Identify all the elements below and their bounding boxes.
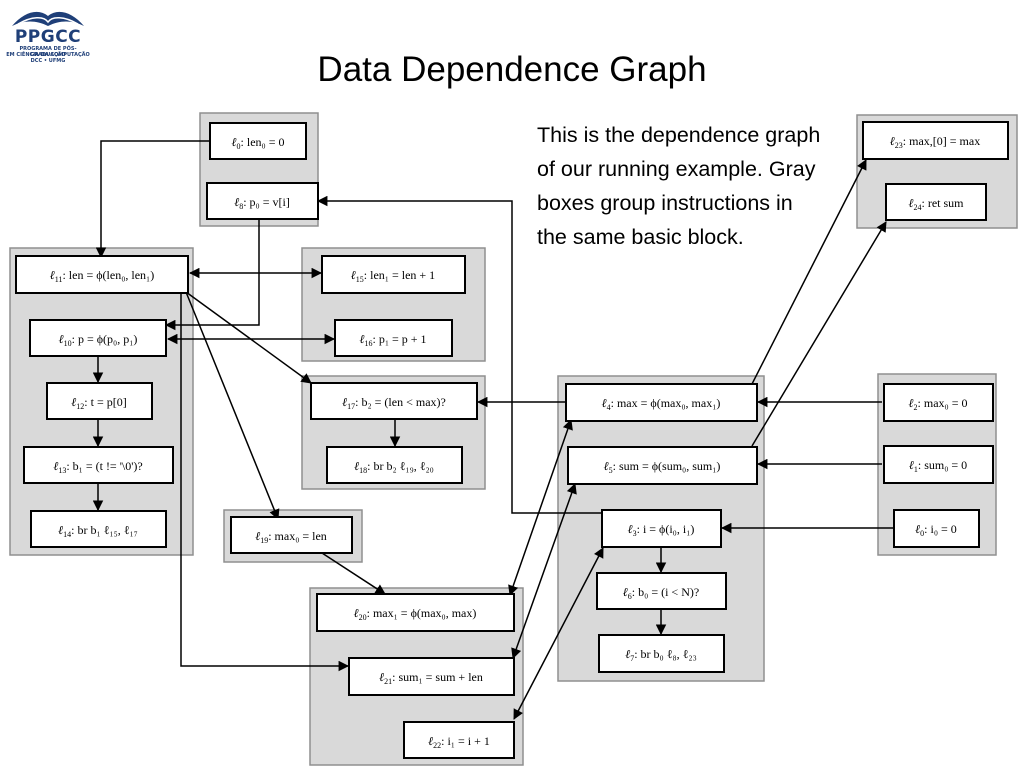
node-l5-label: ℓ5: sum = ϕ(sum₀, sum₁) (604, 459, 721, 475)
edge-l5-to-l24 (751, 221, 887, 447)
edge-l19-to-l20 (321, 552, 386, 595)
node-l6[interactable]: ℓ6: b₀ = (i < N)? (596, 572, 727, 610)
node-l2[interactable]: ℓ2: max₀ = 0 (883, 383, 994, 422)
node-l13[interactable]: ℓ13: b₁ = (t != '\0')? (23, 446, 174, 484)
node-l7-label: ℓ7: br b₀ ℓ₈, ℓ₂₃ (625, 647, 697, 663)
edge-l11-to-l19 (185, 291, 280, 520)
edge-l3-l22 (513, 547, 604, 720)
logo-wordmark: PPGCC (14, 27, 82, 47)
node-l15-label: ℓ15: len₁ = len + 1 (351, 268, 435, 284)
logo-swoosh-icon (17, 17, 79, 25)
logo-subtitle-line3: DCC • UFMG (30, 58, 66, 64)
node-l14-label: ℓ14: br b₁ ℓ₁₅, ℓ₁₇ (58, 523, 138, 539)
node-l24-label: ℓ24: ret sum (908, 196, 964, 212)
edges (92, 140, 893, 720)
node-l6-label: ℓ6: b₀ = (i < N)? (623, 585, 699, 601)
edge-l11-to-l17 (185, 291, 312, 384)
node-l19[interactable]: ℓ19: max₀ = len (230, 516, 353, 554)
node-l20-label: ℓ20: max₁ = ϕ(max₀, max) (354, 606, 477, 622)
node-l22[interactable]: ℓ22: i₁ = i + 1 (403, 721, 515, 759)
node-l16[interactable]: ℓ16: p₁ = p + 1 (334, 319, 453, 357)
edge-l4-to-l23 (751, 159, 867, 385)
node-l5[interactable]: ℓ5: sum = ϕ(sum₀, sum₁) (567, 446, 758, 485)
logo-subtitle-line1: PROGRAMA DE PÓS-GRADUAÇÃO (19, 46, 77, 58)
node-l0-label: ℓ0: len₀ = 0 (232, 135, 285, 151)
node-l22-label: ℓ22: i₁ = i + 1 (428, 734, 490, 750)
node-l21-label: ℓ21: sum₁ = sum + len (379, 670, 483, 686)
node-l10[interactable]: ℓ10: p = ϕ(p₀, p₁) (29, 319, 167, 357)
node-l8[interactable]: ℓ8: p₀ = v[i] (206, 182, 319, 220)
node-l0[interactable]: ℓ0: len₀ = 0 (209, 122, 307, 160)
node-l3[interactable]: ℓ3: i = ϕ(i₀, i₁) (601, 509, 722, 548)
edge-l11-to-l21 (180, 292, 350, 672)
node-l21[interactable]: ℓ21: sum₁ = sum + len (348, 657, 515, 696)
node-l20[interactable]: ℓ20: max₁ = ϕ(max₀, max) (316, 593, 515, 632)
slide-caption: This is the dependence graph of our runn… (537, 123, 821, 249)
node-l23-label: ℓ23: max,[0] = max (890, 134, 980, 150)
ppgcc-logo (12, 11, 84, 26)
logo-subtitle-line2: EM CIÊNCIA DA COMPUTAÇÃO (6, 52, 90, 58)
edge-l0-to-l11 (95, 140, 210, 259)
node-l12[interactable]: ℓ12: t = p[0] (46, 382, 153, 420)
node-l14[interactable]: ℓ14: br b₁ ℓ₁₅, ℓ₁₇ (30, 510, 167, 548)
node-l19-label: ℓ19: max₀ = len (255, 529, 327, 545)
node-l18[interactable]: ℓ18: br b₂ ℓ₁₉, ℓ₂₀ (326, 446, 463, 484)
node-l10-label: ℓ10: p = ϕ(p₀, p₁) (59, 332, 138, 348)
node-l4-label: ℓ4: max = ϕ(max₀, max₁) (602, 396, 721, 412)
node-l24[interactable]: ℓ24: ret sum (885, 183, 987, 221)
node-l2-label: ℓ2: max₀ = 0 (909, 396, 968, 412)
node-l11-label: ℓ11: len = ϕ(len₀, len₁) (50, 268, 154, 284)
node-l15[interactable]: ℓ15: len₁ = len + 1 (321, 255, 466, 294)
node-l17[interactable]: ℓ17: b₂ = (len < max)? (310, 382, 478, 420)
node-l7[interactable]: ℓ7: br b₀ ℓ₈, ℓ₂₃ (598, 634, 725, 673)
node-l3-label: ℓ3: i = ϕ(i₀, i₁) (628, 522, 695, 538)
node-l1[interactable]: ℓ1: sum₀ = 0 (883, 445, 994, 484)
slide-title: Data Dependence Graph (317, 50, 707, 89)
logo-wing-icon (12, 11, 84, 26)
node-l1-label: ℓ1: sum₀ = 0 (909, 458, 967, 474)
node-l12-label: ℓ12: t = p[0] (71, 395, 126, 411)
node-l8-label: ℓ8: p₀ = v[i] (234, 195, 290, 211)
node-l17-label: ℓ17: b₂ = (len < max)? (342, 395, 446, 411)
node-l4[interactable]: ℓ4: max = ϕ(max₀, max₁) (565, 383, 758, 422)
node-l16-label: ℓ16: p₁ = p + 1 (359, 332, 426, 348)
node-l23[interactable]: ℓ23: max,[0] = max (862, 121, 1009, 160)
edge-l8-to-l10 (164, 218, 260, 331)
node-l0-init[interactable]: ℓ0: i₀ = 0 (893, 509, 980, 548)
node-l13-label: ℓ13: b₁ = (t != '\0')? (53, 459, 142, 475)
node-l11[interactable]: ℓ11: len = ϕ(len₀, len₁) (15, 255, 189, 294)
node-l18-label: ℓ18: br b₂ ℓ₁₉, ℓ₂₀ (354, 459, 434, 475)
node-l0-init-label: ℓ0: i₀ = 0 (915, 522, 957, 538)
